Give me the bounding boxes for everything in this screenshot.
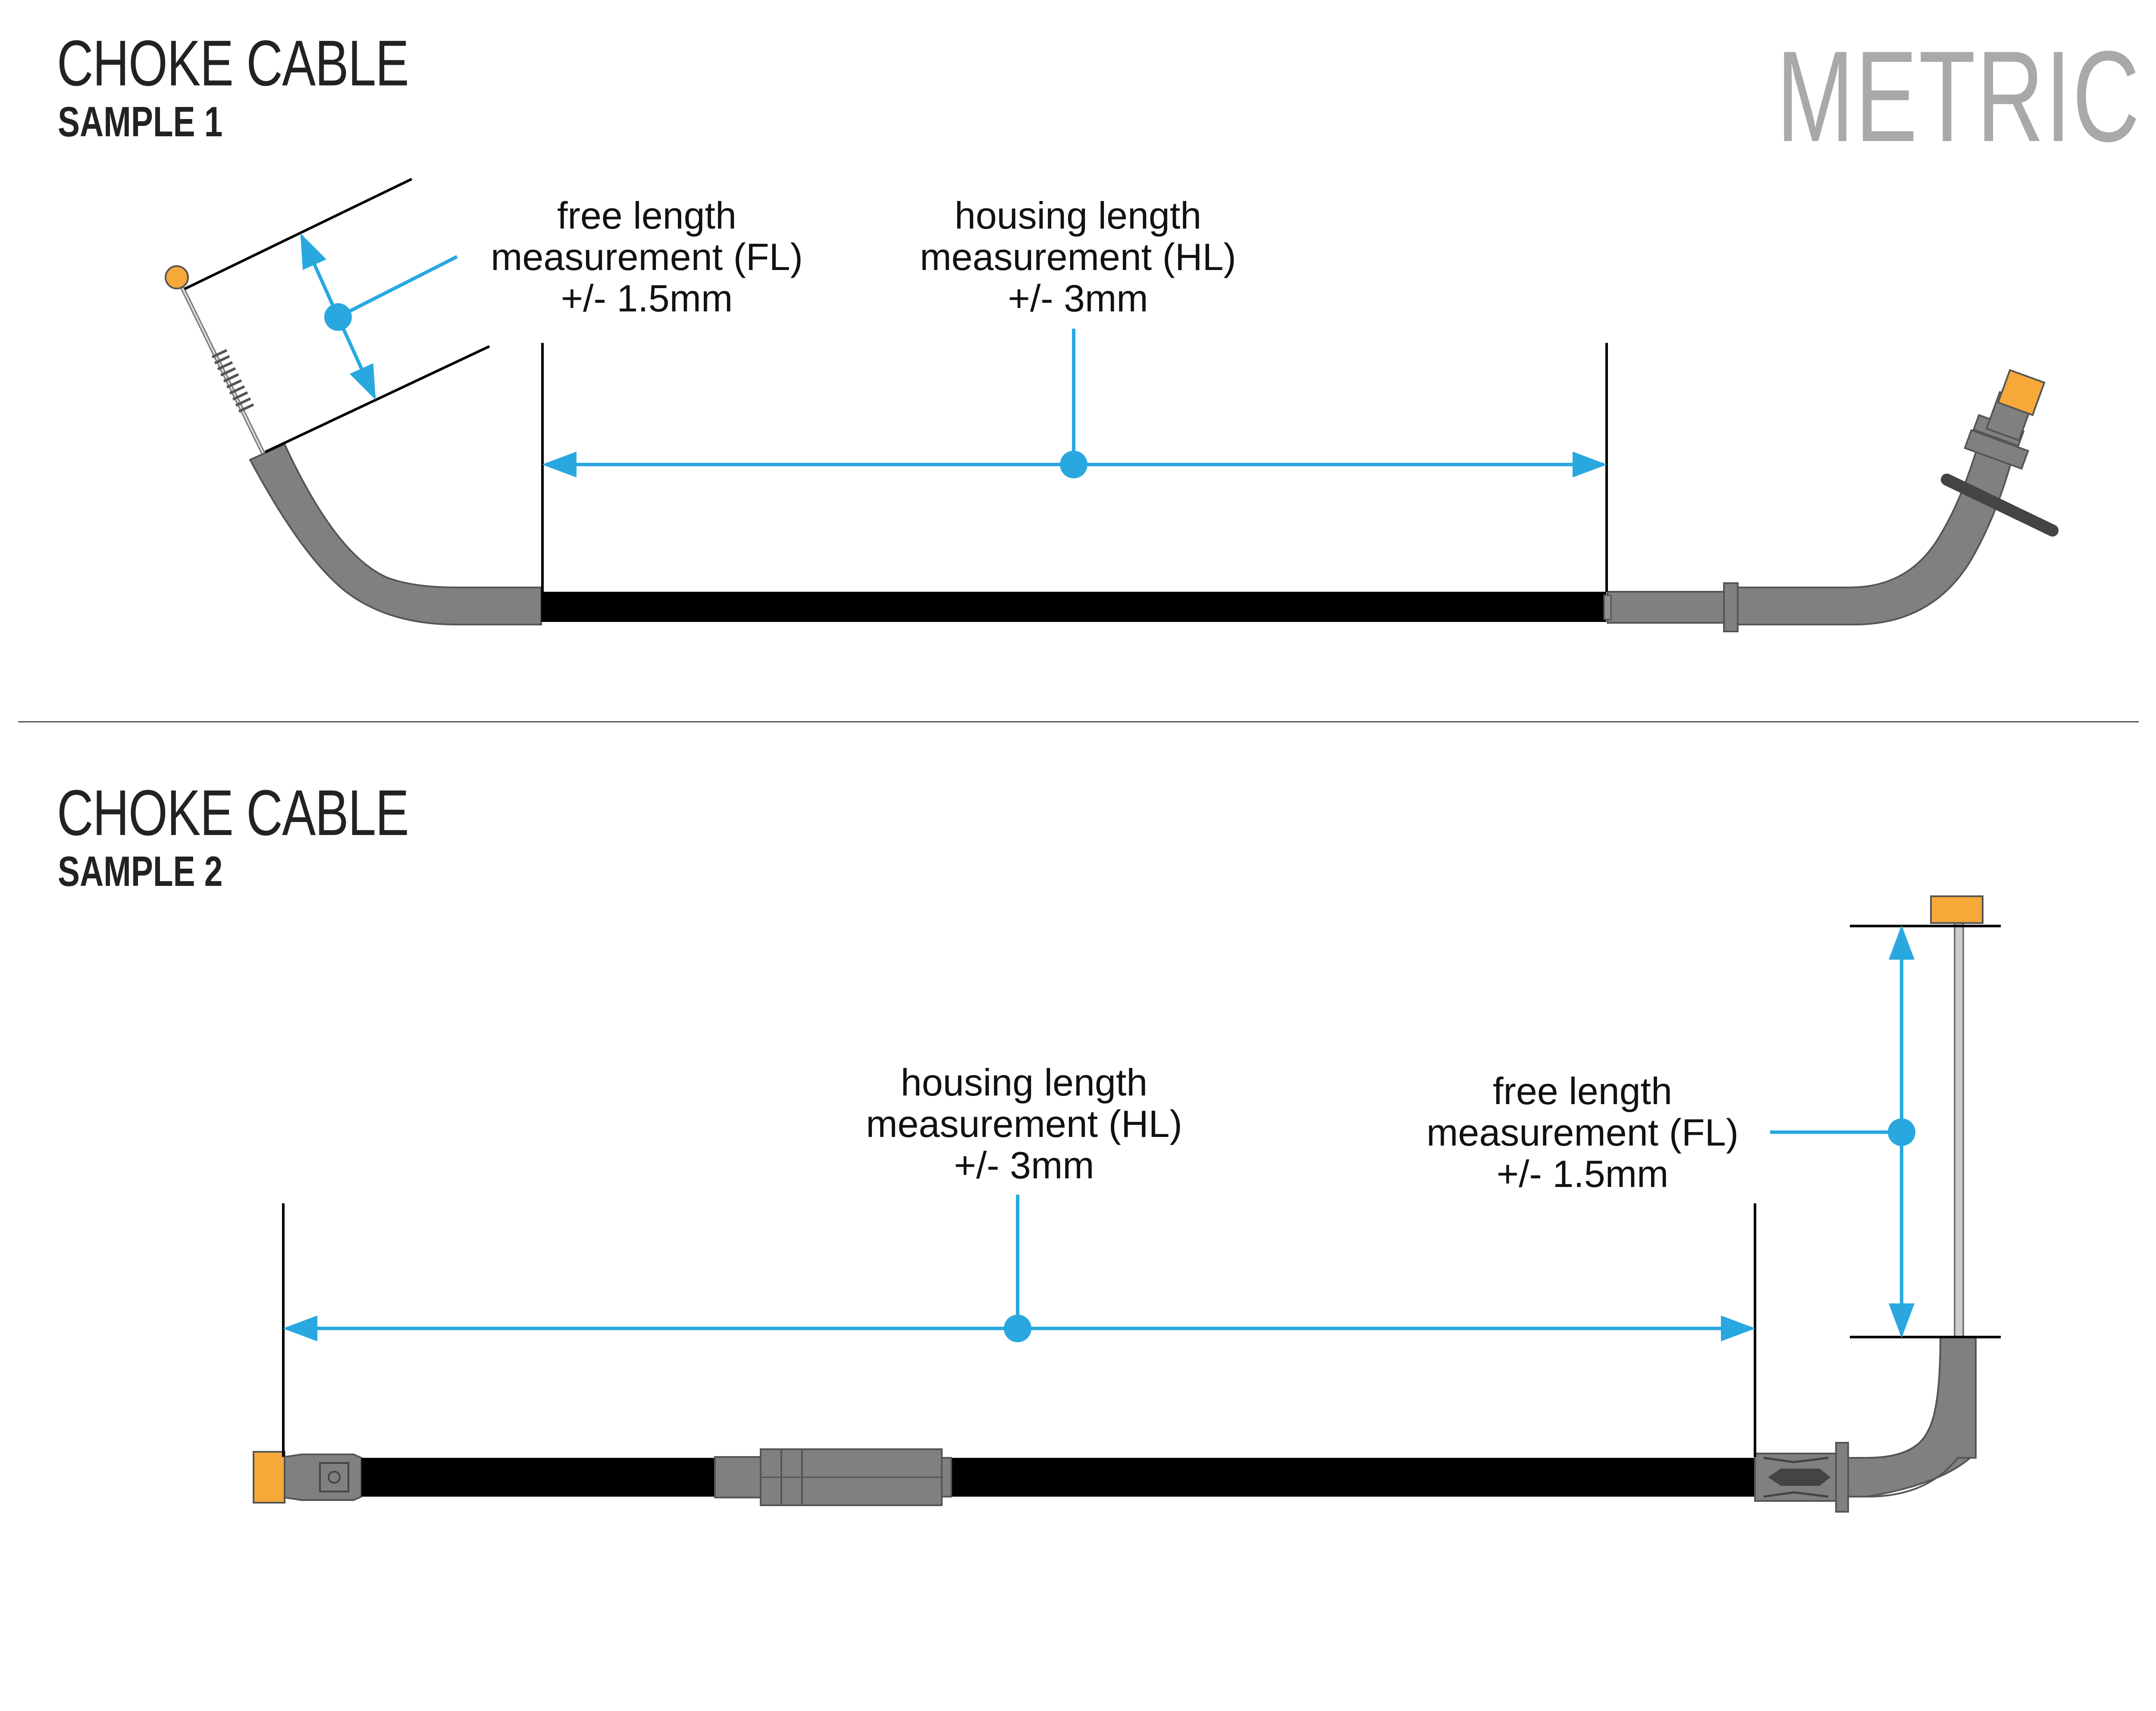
sample-1-cable — [165, 265, 2059, 632]
sample-1-title: CHOKE CABLE — [57, 27, 409, 99]
sample-2-cable — [253, 895, 1984, 1513]
sample-1-fl-leader — [337, 255, 458, 319]
sample-1-fl-dimension-arrow — [300, 233, 340, 318]
sample-1-right-ferrule — [1607, 591, 1729, 624]
sample-1-lever — [1941, 474, 2059, 537]
sample-2-inner-wire — [1954, 922, 1964, 1338]
sample-1-fl-label-line3: +/- 1.5mm — [561, 277, 733, 320]
sample-2-title: CHOKE CABLE — [57, 776, 409, 849]
sample-2-top-end-cap — [1930, 895, 1984, 924]
sample-1-fl-label: free length measurement (FL) +/- 1.5mm — [466, 195, 828, 319]
sample-1-ball-end — [165, 265, 189, 289]
sample-2-subtitle: SAMPLE 2 — [58, 848, 223, 895]
sample-1-left-elbow-fitting — [249, 443, 542, 625]
sample-1-right-elbow-fitting — [1737, 424, 2019, 625]
sample-1-hl-label-line1: housing length — [954, 194, 1202, 237]
sample-2-hl-dimension-dot — [1004, 1315, 1031, 1342]
sample-2-hl-label: housing length measurement (HL) +/- 3mm — [834, 1062, 1214, 1186]
sample-2-middle-sleeve — [714, 1456, 761, 1498]
sample-1-subtitle: SAMPLE 1 — [58, 98, 223, 145]
sample-2-hl-label-line2: measurement (HL) — [866, 1102, 1182, 1145]
sample-1-hl-label-line2: measurement (HL) — [920, 235, 1236, 278]
sample-2-flange — [1835, 1442, 1849, 1513]
sample-1-hl-label-line3: +/- 3mm — [1008, 277, 1148, 320]
sample-1-spring — [211, 349, 254, 413]
sample-2-fl-label-line1: free length — [1493, 1070, 1672, 1112]
sample-1-hl-dimension-dot — [1060, 451, 1087, 478]
sample-1-fl-label-line2: measurement (FL) — [491, 235, 803, 278]
sample-1-dimensions — [184, 178, 1608, 592]
sample-2-hl-label-line3: +/- 3mm — [954, 1144, 1094, 1187]
sample-1-end-cap — [1997, 369, 2046, 416]
sample-2-fl-label-line3: +/- 1.5mm — [1496, 1152, 1669, 1195]
sample-2-left-ferrule — [284, 1454, 362, 1501]
sample-1-fl-reference-line-top — [184, 178, 413, 290]
sample-1-adjuster-nut — [1964, 429, 2029, 470]
sample-2-fl-label-line2: measurement (FL) — [1426, 1111, 1739, 1154]
sample-2-fl-label: free length measurement (FL) +/- 1.5mm — [1401, 1071, 1764, 1195]
units-label: METRIC — [1776, 24, 2141, 169]
sample-2-dimensions — [282, 925, 2001, 1457]
sample-2-housing — [361, 1458, 1755, 1497]
sample-2-hl-label-line1: housing length — [900, 1061, 1148, 1104]
sample-1-fl-reference-line-bottom — [264, 345, 490, 453]
sample-1-hl-label: housing length measurement (HL) +/- 3mm — [888, 195, 1268, 319]
section-divider — [18, 721, 2139, 722]
sample-2-fl-dimension-dot — [1888, 1118, 1915, 1146]
sample-1-fl-label-line1: free length — [557, 194, 736, 237]
sample-2-left-end-cap — [253, 1451, 285, 1504]
sample-1-housing — [541, 592, 1606, 622]
